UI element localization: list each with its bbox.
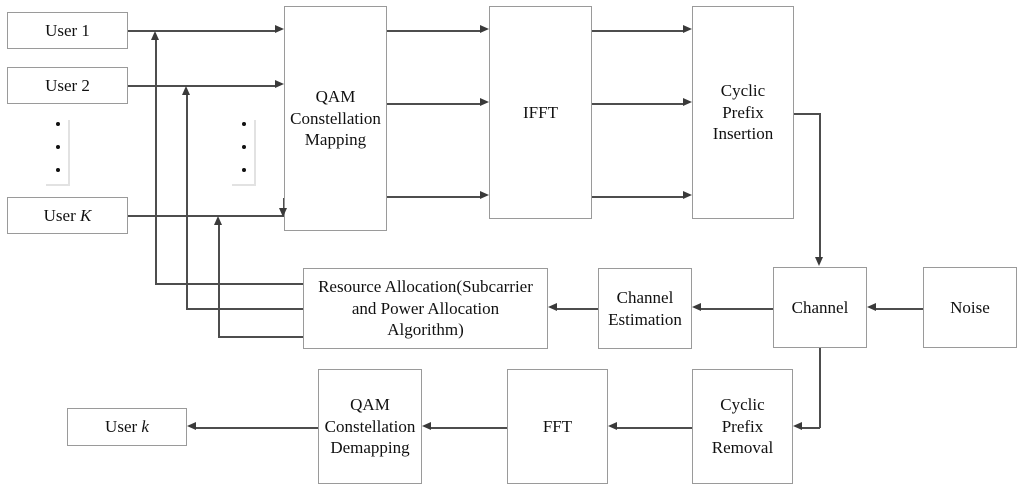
connector-user2-to-qam — [128, 85, 275, 87]
arrowhead-userk-to-qam — [278, 208, 287, 217]
block-fft-label: FFT — [542, 416, 573, 436]
arrowhead-cpr-to-fft — [608, 422, 617, 431]
block-channel-estimation-label: Channel Estimation — [608, 287, 682, 329]
arrowhead-fft-to-demapping — [422, 422, 431, 431]
user-ellipsis-left — [46, 120, 70, 186]
block-qam-constellation-mapping-label: QAM Constellation Mapping — [290, 86, 381, 150]
block-user-k-lower-label: User k — [105, 417, 149, 437]
block-resource-allocation-label: Resource Allocation(Subcarrier and Power… — [318, 276, 533, 340]
user-ellipsis-right — [232, 120, 256, 186]
block-user-k-lower[interactable]: User k — [67, 408, 187, 446]
arrowhead-noise-to-channel — [867, 303, 876, 312]
ellipsis-dot — [56, 168, 60, 172]
block-user-1[interactable]: User 1 — [7, 12, 128, 49]
block-qam-constellation-demapping[interactable]: QAM Constellation Demapping — [318, 369, 422, 484]
arrowhead-qam-to-ifft-1 — [480, 25, 489, 34]
arrowhead-channel-to-estimation — [692, 303, 701, 312]
connector-ifft-to-cpi-1 — [592, 30, 683, 32]
ellipsis-dot — [242, 145, 246, 149]
block-cyclic-prefix-insertion-label: Cyclic Prefix Insertion — [712, 80, 774, 144]
connector-userk-to-qam-horizontal — [128, 215, 284, 217]
arrowhead-ifft-to-cpi-3 — [683, 191, 692, 200]
arrowhead-ifft-to-cpi-1 — [683, 25, 692, 34]
block-user-1-label: User 1 — [45, 20, 90, 40]
connector-channel-to-estimation — [701, 308, 773, 310]
connector-qam-to-ifft-2 — [387, 103, 480, 105]
connector-channel-to-cpr-horizontal — [802, 427, 820, 429]
block-noise-label: Noise — [950, 297, 990, 317]
feedback-3-vertical — [218, 225, 220, 337]
arrowhead-cpi-to-channel — [815, 257, 824, 266]
block-user-2[interactable]: User 2 — [7, 67, 128, 104]
block-channel-label: Channel — [791, 297, 849, 317]
connector-estimation-to-resource-allocation — [557, 308, 598, 310]
arrowhead-feedback-1 — [151, 31, 160, 40]
ellipsis-dot — [242, 122, 246, 126]
feedback-1-vertical — [155, 40, 157, 284]
arrowhead-user2-to-qam — [275, 80, 284, 89]
arrowhead-estimation-to-resource-allocation — [548, 303, 557, 312]
arrowhead-feedback-3 — [214, 216, 223, 225]
block-ifft[interactable]: IFFT — [489, 6, 592, 219]
block-user-k-capital[interactable]: User K — [7, 197, 128, 234]
block-ifft-label: IFFT — [523, 102, 558, 122]
connector-ifft-to-cpi-2 — [592, 103, 683, 105]
arrowhead-feedback-2 — [182, 86, 191, 95]
ellipsis-dot — [242, 168, 246, 172]
ellipsis-bracket — [232, 120, 256, 186]
ellipsis-dot — [56, 145, 60, 149]
connector-cpr-to-fft — [617, 427, 692, 429]
block-user-k-capital-label: User K — [43, 205, 92, 225]
block-user-2-label: User 2 — [45, 75, 90, 95]
arrowhead-ifft-to-cpi-2 — [683, 98, 692, 107]
feedback-3-horizontal — [218, 336, 303, 338]
arrowhead-channel-to-cpr — [793, 422, 802, 431]
connector-fft-to-demapping — [431, 427, 507, 429]
block-channel-estimation[interactable]: Channel Estimation — [598, 268, 692, 349]
block-resource-allocation[interactable]: Resource Allocation(Subcarrier and Power… — [303, 268, 548, 349]
connector-user1-to-qam — [128, 30, 275, 32]
arrowhead-qam-to-ifft-2 — [480, 98, 489, 107]
block-qam-constellation-mapping[interactable]: QAM Constellation Mapping — [284, 6, 387, 231]
block-noise[interactable]: Noise — [923, 267, 1017, 348]
ellipsis-bracket — [46, 120, 70, 186]
ellipsis-dot — [56, 122, 60, 126]
block-fft[interactable]: FFT — [507, 369, 608, 484]
connector-demapping-to-userk — [196, 427, 318, 429]
block-cyclic-prefix-removal-label: Cyclic Prefix Removal — [711, 394, 774, 458]
connector-channel-to-cpr-vertical — [819, 348, 821, 428]
connector-qam-to-ifft-3 — [387, 196, 480, 198]
connector-noise-to-channel — [876, 308, 923, 310]
block-cyclic-prefix-insertion[interactable]: Cyclic Prefix Insertion — [692, 6, 794, 219]
arrowhead-user1-to-qam — [275, 25, 284, 34]
feedback-2-horizontal — [186, 308, 303, 310]
block-channel[interactable]: Channel — [773, 267, 867, 348]
connector-qam-to-ifft-1 — [387, 30, 480, 32]
block-qam-constellation-demapping-label: QAM Constellation Demapping — [324, 394, 416, 458]
feedback-2-vertical — [186, 95, 188, 309]
connector-cpi-to-channel-horizontal — [794, 113, 821, 115]
connector-ifft-to-cpi-3 — [592, 196, 683, 198]
arrowhead-qam-to-ifft-3 — [480, 191, 489, 200]
connector-cpi-to-channel-vertical — [819, 113, 821, 258]
connector-userk-to-qam-vertical — [283, 198, 285, 210]
block-cyclic-prefix-removal[interactable]: Cyclic Prefix Removal — [692, 369, 793, 484]
feedback-1-horizontal — [155, 283, 303, 285]
arrowhead-demapping-to-userk — [187, 422, 196, 431]
